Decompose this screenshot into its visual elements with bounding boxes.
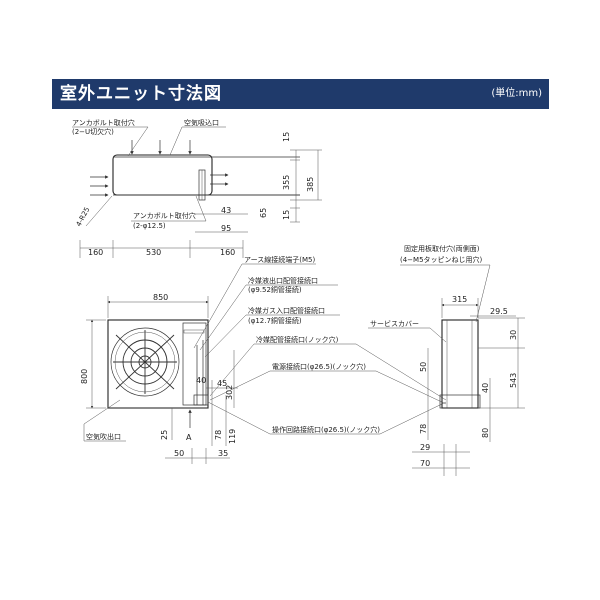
dim-h80: 80 [481,428,490,438]
refrigerant-knock-label: 冷媒配管接続口(ノック穴) [256,335,339,344]
dim-w160a: 160 [88,248,103,257]
dim-d35: 35 [218,449,228,458]
liquid-pipe-sub-label: (φ9.52銅管接続) [248,285,302,294]
gas-pipe-label: 冷媒ガス入口配管接続口 [248,306,325,315]
dim-w29-5: 29.5 [490,307,508,316]
dim-h385: 385 [306,177,315,192]
earth-terminal-label: アース線接続端子(M5) [244,255,315,264]
dim-h50: 50 [419,362,428,372]
dim-h78: 78 [419,424,428,434]
air-intake-label: 空気吸込口 [184,118,219,127]
front-view: 850 800 空気吹出口 25 A 50 35 78 119 302 40 4… [80,255,447,464]
control-knock-label: 操作回路接続口(φ26.5)(ノック穴) [272,425,380,434]
dim-h30: 30 [509,330,518,340]
front-side-panel [182,322,207,406]
dim-d50: 50 [174,449,184,458]
mount-hole-sub-label: (4−M5タッピンねじ用穴) [400,255,483,264]
top-view: アンカボルト取付穴 (2−U切欠穴) 空気吸込口 アンカボルト取付穴 (2-φ1… [72,118,322,258]
dim-h543: 543 [509,373,518,388]
power-knock-label: 電源接続口(φ26.5)(ノック穴) [272,362,366,371]
title-bar [52,79,549,109]
anchor-hole-2-label: アンカボルト取付穴 [133,211,196,220]
dim-h15b: 15 [282,210,291,220]
gas-pipe-sub-label: (φ12.7銅管接続) [248,316,302,325]
dim-w850: 850 [153,293,168,302]
dim-d40: 40 [196,376,206,385]
service-cover-label: サービスカバー [370,319,419,328]
intake-arrows [90,140,229,197]
dim-w315: 315 [452,295,467,304]
dim-h65: 65 [259,208,268,218]
dim-w70: 70 [420,459,430,468]
radius-label: 4-R25 [75,206,92,228]
top-view-body [112,154,213,196]
anchor-hole-sub-label: (2−U切欠穴) [72,127,114,136]
marker-a: A [186,433,192,442]
liquid-pipe-label: 冷媒液出口配管接続口 [248,276,318,285]
page-title: 室外ユニット寸法図 [60,84,222,104]
dim-w530: 530 [146,248,161,257]
side-view: 固定用板取付穴(両側面) (4−M5タッピンねじ用穴) サービスカバー 315 … [368,244,525,476]
dim-h40: 40 [481,383,490,393]
dim-d45: 45 [217,379,227,388]
dim-w160b: 160 [220,248,235,257]
dim-h800: 800 [80,369,89,384]
dim-d302: 302 [225,385,234,400]
dim-w29: 29 [420,443,430,452]
dim-w95: 95 [221,224,231,233]
dim-h15a: 15 [282,132,291,142]
pipe-connections [193,340,209,406]
anchor-hole-2-sub-label: (2-φ12.5) [133,222,166,230]
dim-h355: 355 [282,175,291,190]
unit-label: (単位:mm) [491,88,542,99]
dim-d78: 78 [214,430,223,440]
dim-d25: 25 [160,430,169,440]
fan-guard [110,327,180,397]
fan-grille [113,330,177,394]
mount-hole-label: 固定用板取付穴(両側面) [404,244,480,253]
dim-w43: 43 [221,206,231,215]
dim-d119: 119 [228,429,237,444]
air-outlet-label: 空気吹出口 [86,432,121,441]
anchor-hole-label: アンカボルト取付穴 [72,118,135,127]
